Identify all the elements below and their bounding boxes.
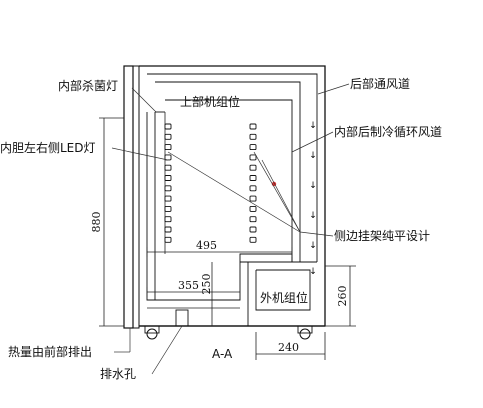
caster-rear [297, 325, 313, 340]
left-shelf-slot [164, 226, 172, 233]
label-side-led: 内胆左右侧LED灯 [0, 140, 96, 155]
down-arrow-icon: ↓ [309, 151, 317, 161]
label-rear-duct: 后部通风道 [350, 76, 410, 91]
left-shelf-slot [164, 164, 172, 171]
label-heat-exhaust: 热量由前部排出 [8, 344, 92, 359]
dim-495 [146, 247, 293, 257]
right-shelf-slots [249, 123, 257, 243]
label-section: A-A [212, 347, 233, 361]
cabinet-outer-shell [139, 65, 326, 327]
front-door [123, 65, 140, 329]
down-arrow-icon: ↓ [309, 121, 317, 131]
right-shelf-slot [249, 123, 257, 130]
left-shelf-slot [164, 154, 172, 161]
label-outer-unit: 外机组位 [260, 290, 308, 305]
dim-260 [325, 265, 356, 327]
down-arrow-icon: ↓ [309, 211, 317, 221]
left-shelf-slot [164, 185, 172, 192]
left-shelf-slot [164, 216, 172, 223]
right-shelf-slot [249, 205, 257, 212]
right-shelf-slot [249, 226, 257, 233]
dim-text-495: 495 [196, 239, 217, 252]
right-shelf-slot [249, 236, 257, 243]
dim-text-880: 880 [90, 212, 103, 233]
right-shelf-slot [249, 175, 257, 181]
left-shelf-slot [164, 175, 172, 181]
label-inner-rear-duct: 内部后制冷循环风道 [334, 124, 442, 139]
dim-text-250: 250 [200, 274, 213, 295]
left-shelf-slot [164, 123, 172, 130]
dim-text-240: 240 [278, 341, 299, 354]
drain-pipe [175, 309, 189, 327]
down-arrow-icon: ↓ [309, 181, 317, 191]
right-shelf-slot [249, 195, 257, 202]
left-shelf-slot [164, 144, 172, 151]
right-shelf-slot [249, 154, 257, 161]
dim-text-260: 260 [336, 286, 349, 307]
airflow-arrows: ↓ ↓ ↓ ↓ ↓ ↓ [309, 121, 317, 277]
label-drain-hole: 排水孔 [100, 367, 136, 381]
left-shelf-slot [164, 205, 172, 212]
left-shelf-slot [164, 133, 172, 140]
dim-355 [146, 287, 240, 297]
rear-duct [155, 81, 301, 262]
leader-lines [111, 83, 350, 375]
dim-text-355: 355 [178, 279, 199, 292]
dim-880 [99, 117, 124, 327]
label-sterilize-lamp: 内部杀菌灯 [58, 78, 118, 93]
down-arrow-icon: ↓ [309, 241, 317, 251]
right-shelf-slot [249, 133, 257, 140]
dim-240 [255, 332, 326, 360]
left-shelf-slots [164, 123, 172, 243]
right-shelf-slot [249, 216, 257, 223]
right-shelf-slot [249, 144, 257, 151]
right-shelf-slot [249, 164, 257, 171]
down-arrow-icon: ↓ [309, 267, 317, 277]
left-shelf-slot [164, 236, 172, 243]
right-shelf-slot [249, 185, 257, 192]
label-shelf-design: 侧边挂架纯平设计 [334, 229, 430, 243]
label-upper-unit: 上部机组位 [180, 94, 240, 109]
caster-front [144, 325, 160, 340]
left-shelf-slot [164, 195, 172, 202]
